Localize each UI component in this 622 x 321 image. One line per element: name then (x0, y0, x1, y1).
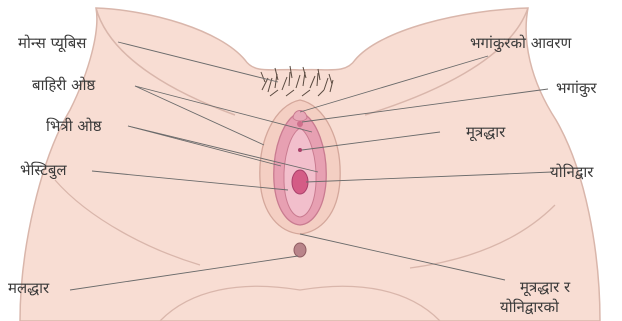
label-perineum-line1: मूत्रद्धार र (520, 277, 570, 297)
label-labia-majora: बाहिरी ओष्ठ (32, 75, 95, 95)
anus-shape (294, 243, 306, 257)
label-labia-minora: भित्री ओष्ठ (46, 116, 102, 136)
label-clitoral-hood: भगांकुरको आवरण (470, 33, 571, 53)
label-perineum-line2: योनिद्वारको (500, 297, 559, 317)
label-vestibule: भेस्टिबुल (20, 160, 67, 180)
clitoral-hood-shape (293, 111, 307, 122)
label-mons-pubis: मोन्स प्यूबिस (18, 33, 86, 53)
label-clitoris: भगांकुर (556, 78, 597, 98)
label-anus: मलद्धार (8, 278, 49, 298)
label-urethral-opening: मूत्रद्धार (466, 122, 505, 142)
label-vaginal-opening: योनिद्वार (550, 162, 593, 182)
vaginal-opening-shape (292, 170, 308, 194)
urethral-opening-shape (298, 148, 302, 152)
